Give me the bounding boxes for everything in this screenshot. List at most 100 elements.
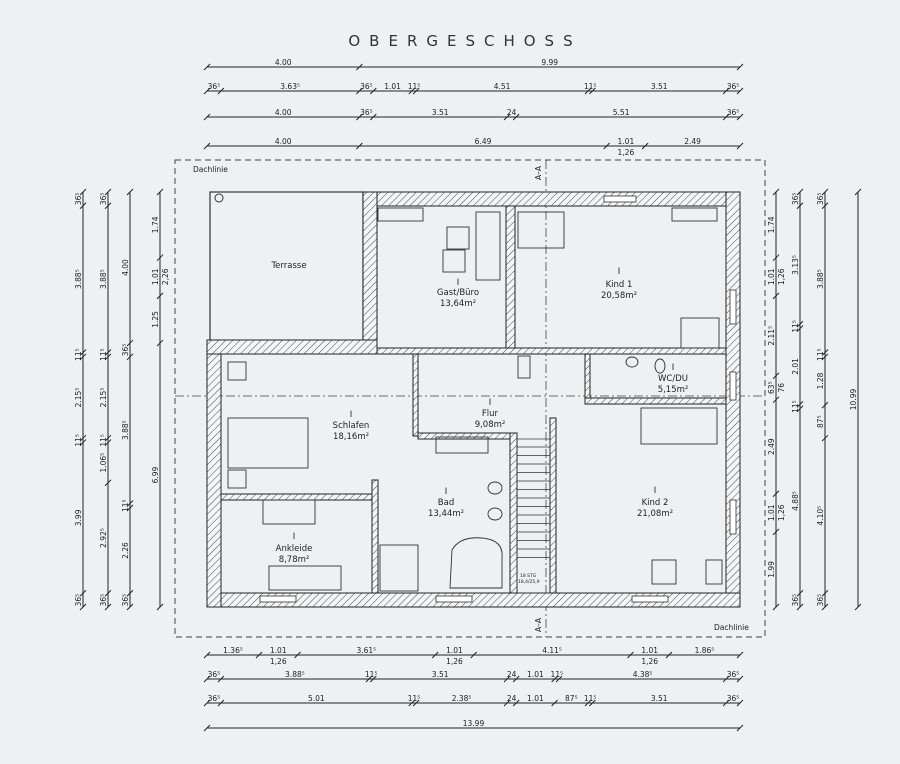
dimension-label: 4.00 bbox=[275, 137, 292, 146]
dimension-label: 1.01 bbox=[446, 646, 463, 655]
dimension-tick bbox=[412, 87, 420, 95]
dimension-tick bbox=[821, 589, 829, 597]
dimension-tick bbox=[503, 699, 511, 707]
room-wc-label: I WC/DU 5,15m² bbox=[658, 363, 689, 395]
dimension-label: 2.15⁵ bbox=[99, 388, 108, 408]
dimension-tick bbox=[736, 724, 744, 732]
dimension-label: 11⁵ bbox=[816, 348, 825, 361]
room-bad-label: I Bad 13,44m² bbox=[428, 487, 464, 519]
dimension-label: 1.74 bbox=[151, 216, 160, 233]
dimension-label: 36⁵ bbox=[208, 694, 221, 703]
room-area: 20,58m² bbox=[601, 291, 637, 301]
dimension-tick bbox=[365, 675, 373, 683]
dimension-tick bbox=[821, 188, 829, 196]
dimension-label: 2.26 bbox=[121, 542, 130, 559]
dimension-label: 11⁵ bbox=[99, 434, 108, 447]
dimension-tick bbox=[126, 339, 134, 347]
dimension-tick bbox=[512, 113, 520, 121]
dimension-label: 11⁵ bbox=[74, 434, 83, 447]
dimension-tick bbox=[854, 188, 862, 196]
dimension-tick bbox=[821, 202, 829, 210]
room-name: Flur bbox=[482, 409, 499, 419]
dimension-label: 3.61⁵ bbox=[356, 646, 376, 655]
dimension-tick bbox=[79, 434, 87, 442]
dimension-label: 11⁵ bbox=[791, 400, 800, 413]
dimension-label: 36⁵ bbox=[74, 594, 83, 607]
room-name: Gast/Büro bbox=[437, 288, 479, 298]
dimension-label: 36⁵ bbox=[727, 694, 740, 703]
dimension-sublabel: 76 bbox=[777, 383, 786, 393]
dimension-label: 4.10⁵ bbox=[816, 506, 825, 526]
dimension-tick bbox=[796, 401, 804, 408]
room-name: Bad bbox=[438, 498, 454, 508]
dimension-label: 36⁵ bbox=[816, 193, 825, 206]
dimension-label: 1.01 bbox=[641, 646, 658, 655]
dimension-tick bbox=[736, 699, 744, 707]
dimension-tick bbox=[104, 188, 112, 196]
dimension-tick bbox=[126, 188, 134, 196]
dimension-label: 13.99 bbox=[463, 719, 485, 728]
dimension-label: 4.38⁵ bbox=[633, 670, 653, 679]
windows bbox=[259, 195, 737, 603]
dimension-label: 2.38⁵ bbox=[452, 694, 472, 703]
dimension-tick bbox=[217, 87, 225, 95]
dimension-tick bbox=[217, 675, 225, 683]
dimension-tick bbox=[126, 353, 134, 361]
room-ankleide-label: I Ankleide 8,78m² bbox=[276, 532, 313, 565]
dimension-label: 11⁵ bbox=[365, 670, 378, 679]
room-area: 18,16m² bbox=[333, 432, 369, 442]
section-mark-top: A–A bbox=[534, 165, 543, 180]
dimension-sublabel: 2,26 bbox=[161, 268, 170, 285]
dimension-label: 36⁵ bbox=[791, 594, 800, 607]
dimension-tick bbox=[408, 87, 416, 95]
dimension-label: 1.01 bbox=[270, 646, 287, 655]
dimension-sublabel: 1,26 bbox=[618, 148, 635, 157]
dimension-tick bbox=[589, 699, 596, 707]
dimension-tick bbox=[104, 434, 112, 442]
dimension-tick bbox=[356, 87, 363, 95]
dimension-sublabel: 1,26 bbox=[641, 657, 658, 666]
dimension-tick bbox=[736, 675, 744, 683]
dimension-label: 36⁵ bbox=[360, 108, 373, 117]
dimension-label: 11⁵ bbox=[584, 694, 597, 703]
dimension-sublabel: 1,26 bbox=[777, 268, 786, 285]
dimension-label: 4.00 bbox=[121, 259, 130, 276]
dimension-tick bbox=[156, 603, 164, 611]
dimension-tick bbox=[796, 405, 804, 413]
room-terrasse-name: Terrasse bbox=[270, 261, 306, 271]
dimension-label: 1.74 bbox=[767, 216, 776, 233]
dimension-sublabel: 1,26 bbox=[270, 657, 287, 666]
dimension-tick bbox=[796, 202, 804, 210]
dimension-tick bbox=[665, 651, 673, 659]
dimension-label: 36⁵ bbox=[121, 594, 130, 607]
dimension-label: 11⁵ bbox=[408, 82, 421, 91]
dimension-tick bbox=[79, 589, 87, 597]
dimension-tick bbox=[821, 434, 829, 442]
roof-line bbox=[174, 159, 766, 638]
dimension-label: 1.01 bbox=[151, 268, 160, 285]
dimension-tick bbox=[589, 87, 596, 95]
stair-label: 18,4/25,9 bbox=[518, 579, 540, 585]
dimension-label: 4.11⁵ bbox=[542, 646, 562, 655]
room-schlafen-label: I Schlafen 18,16m² bbox=[333, 410, 370, 442]
dimension-label: 6.49 bbox=[475, 137, 492, 146]
dimension-tick bbox=[156, 188, 164, 196]
dimension-tick bbox=[203, 63, 211, 71]
dimension-tick bbox=[772, 372, 780, 380]
dimension-tick bbox=[79, 603, 87, 611]
dimension-tick bbox=[584, 87, 592, 95]
dimension-tick bbox=[126, 504, 134, 512]
dimension-tick bbox=[79, 439, 87, 446]
dimension-tick bbox=[104, 439, 112, 446]
dimension-label: 3.63⁵ bbox=[280, 82, 300, 91]
room-level: I bbox=[350, 410, 353, 420]
dimension-label: 11⁵ bbox=[121, 499, 130, 512]
dimension-label: 24 bbox=[507, 670, 517, 679]
dimension-label: 87⁵ bbox=[816, 415, 825, 428]
dimension-tick bbox=[796, 589, 804, 597]
furniture bbox=[227, 207, 723, 592]
dimension-tick bbox=[203, 724, 211, 732]
dimension-label: 1.99 bbox=[767, 561, 776, 578]
dimension-tick bbox=[79, 349, 87, 356]
